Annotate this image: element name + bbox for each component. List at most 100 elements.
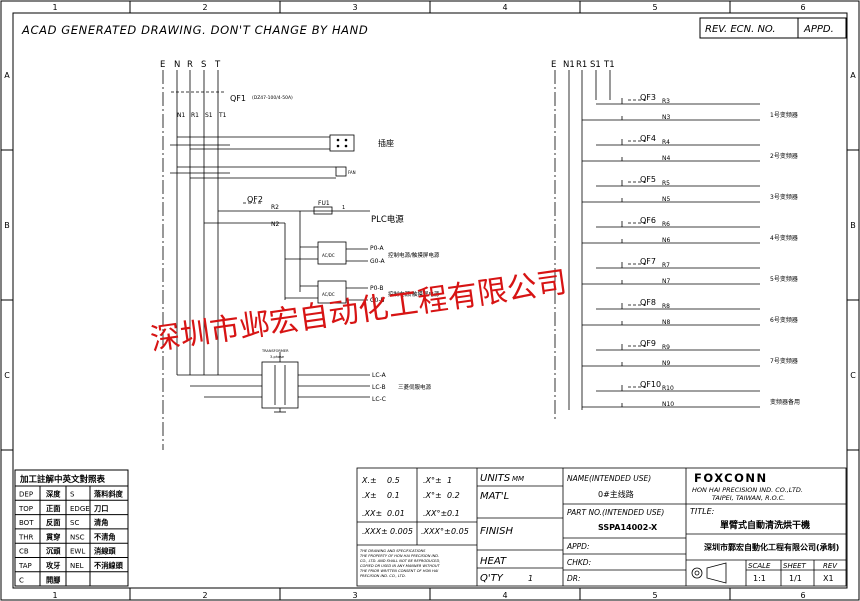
bus-label: N	[174, 60, 180, 70]
tol-val: 0.005	[390, 527, 413, 536]
name-label: NAME(INTENDED USE)	[567, 474, 651, 483]
tol-key: .XXX°±	[421, 527, 451, 536]
bus-label-lower: S1	[205, 112, 213, 119]
branch-breaker-label: QF8	[640, 298, 656, 307]
inverter-label: 变频器备用	[770, 398, 800, 406]
tol-val: 0.01	[387, 509, 405, 518]
qty-value: 1	[528, 574, 533, 583]
bus-label: T	[214, 60, 221, 70]
bus-label: S	[201, 60, 206, 70]
lc-line-c: LC-C	[372, 396, 386, 403]
inverter-label: 7号变频器	[770, 357, 798, 365]
branch-circuit	[582, 98, 760, 121]
row-label-right: B	[850, 221, 856, 230]
branch-live-label: R6	[662, 221, 670, 228]
rev-ecn-label: REV. ECN. NO.	[705, 24, 776, 35]
branch-breaker-label: QF5	[640, 175, 656, 184]
row-label-left: B	[4, 221, 10, 230]
branch-live-label: R8	[662, 303, 670, 310]
bus-label: R	[187, 60, 193, 70]
col-label-bottom: 3	[352, 591, 357, 600]
branch-neutral-label: N9	[662, 360, 670, 367]
legend-cell: EWL	[70, 548, 85, 556]
branch-live-label: R5	[662, 180, 670, 187]
row-label-right: C	[850, 371, 856, 380]
units-label: UNITS	[480, 473, 511, 484]
tol-key: .X°±	[423, 491, 442, 500]
col-label-bottom: 6	[800, 591, 805, 600]
legend-cell: 正面	[46, 504, 60, 513]
bus-label: S1	[590, 60, 601, 70]
legend-cell: 不消線頭	[94, 561, 124, 570]
bus-label: N1	[563, 60, 575, 70]
psu1-line-b: G0-A	[370, 258, 386, 265]
branch-circuit	[582, 221, 760, 244]
title-value: 單臂式自動清洗烘干機	[720, 519, 810, 531]
row-label-left: C	[4, 371, 10, 380]
sheet-value: 1/1	[789, 574, 802, 583]
rev-label: REV	[823, 562, 838, 570]
branch-live-label: R4	[662, 139, 670, 146]
appd-field: APPD:	[566, 542, 589, 551]
branch-neutral-label: N8	[662, 319, 670, 326]
branch-circuit	[582, 344, 760, 367]
dr-field: DR:	[567, 574, 581, 583]
bus-label-lower: N1	[177, 112, 185, 119]
xfmr-top: TRANSFORMER	[261, 349, 289, 353]
branch-circuit	[582, 180, 760, 203]
bus-label: E	[551, 60, 556, 70]
lc-line-b: LC-B	[372, 384, 386, 391]
psu1-core: AC/DC	[322, 253, 335, 258]
qty-label: Q'TY	[480, 573, 504, 584]
qf1-spec: (DZ47-100/4-50A)	[252, 95, 293, 101]
tol-val: 0.5	[387, 476, 400, 485]
matl-label: MAT'L	[480, 491, 509, 502]
row-label-left: A	[4, 71, 10, 80]
company-block: FOXCONN HON HAI PRECISION IND. CO.,LTD. …	[690, 471, 839, 583]
legend-cell: CB	[19, 548, 29, 556]
confidential-line: THE PROPERTY OF HON HAI PRECISION IND.	[360, 554, 439, 558]
company-name: HON HAI PRECISION IND. CO.,LTD.	[692, 486, 803, 494]
legend-cell: 貫穿	[46, 532, 60, 541]
psu1-line-a: P0-A	[370, 245, 384, 252]
appd-label: APPD.	[803, 24, 834, 35]
col-label-top: 6	[800, 3, 805, 12]
confidential-notice: THE DRAWING AND SPECIFICATIONS THE PROPE…	[360, 549, 440, 578]
inverter-label: 2号变频器	[770, 152, 798, 160]
legend-cell: TOP	[18, 505, 33, 513]
bus-label-lower: T1	[218, 112, 227, 119]
wire-n2: N2	[271, 221, 279, 228]
scale-label: SCALE	[748, 562, 771, 570]
fan-label: FAN	[348, 170, 356, 175]
title-label: TITLE:	[690, 507, 715, 516]
bus-label-lower: R1	[191, 112, 199, 119]
tol-val: 0.2	[447, 491, 460, 500]
legend-cell: BOT	[19, 519, 34, 527]
right-circuit-labels: E N1 R1 S1 T1	[551, 60, 615, 70]
legend-cell: 不清角	[94, 532, 116, 541]
fu1-label: FU1	[318, 200, 330, 207]
legend-cell: 攻牙	[46, 561, 60, 570]
legend-cell: DEP	[19, 491, 33, 499]
xfmr-bottom: 3-phase	[270, 355, 284, 359]
tolerance-grid: X.± 0.5 .X°± 1 .X± 0.1 .X°± 0.2 .XX± 0.0…	[361, 476, 469, 536]
legend-cell: C	[19, 576, 24, 584]
socket-icon	[336, 138, 348, 148]
psu2-line-a: P0-B	[370, 285, 384, 292]
company-watermark: 深圳市邺宏自动化工程有限公司	[148, 266, 569, 357]
fu1-wire: 1	[342, 205, 345, 211]
chkd-field: CHKD:	[567, 558, 591, 567]
psu2-core: AC/DC	[322, 292, 335, 297]
generated-drawing-note: ACAD GENERATED DRAWING. DON'T CHANGE BY …	[21, 23, 368, 37]
inverter-label: 5号变频器	[770, 275, 798, 283]
inverter-label: 6号变频器	[770, 316, 798, 324]
confidential-line: CO., LTD. AND SHALL NOT BE REPRODUCED,	[360, 559, 440, 563]
qf2-label: QF2	[247, 195, 263, 204]
branch-breaker-label: QF3	[640, 93, 656, 102]
legend-cell: 刀口	[94, 504, 108, 513]
legend-cell: 沉頭	[46, 547, 61, 556]
